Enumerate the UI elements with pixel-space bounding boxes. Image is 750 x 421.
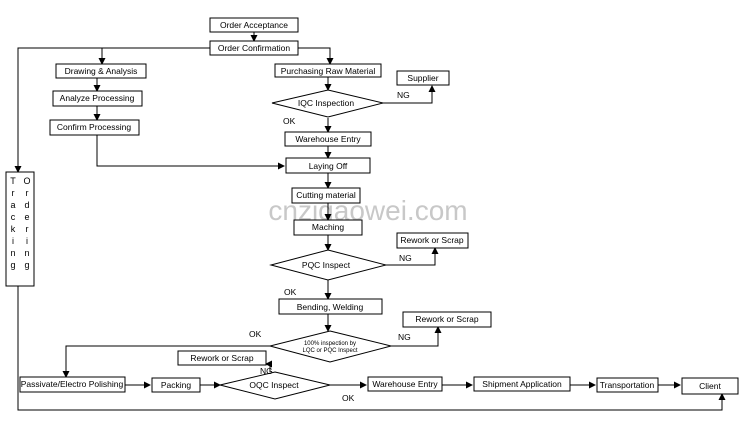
node-rework-scrap-3: Rework or Scrap xyxy=(177,350,267,366)
inspection-ok-label: OK xyxy=(249,329,262,339)
svg-text:Drawing & Analysis: Drawing & Analysis xyxy=(65,66,138,76)
edge-tracking-client xyxy=(17,286,726,411)
edge-inspection-rework2 xyxy=(391,326,442,347)
svg-text:g: g xyxy=(24,260,29,270)
svg-text:n: n xyxy=(24,248,29,258)
node-shipment-application: Shipment Application xyxy=(473,376,571,392)
node-maching: Maching xyxy=(293,219,363,236)
svg-text:Order Confirmation: Order Confirmation xyxy=(218,43,291,53)
edge-pqc-rework1 xyxy=(386,247,439,266)
svg-text:IQC Inspection: IQC Inspection xyxy=(298,98,354,108)
node-transportation: Transportation xyxy=(596,377,659,393)
iqc-ok-label: OK xyxy=(283,116,296,126)
decision-100-inspection: 100% inspection by LQC or PQC Inspect xyxy=(268,330,392,363)
svg-text:d: d xyxy=(24,200,29,210)
svg-text:Transportation: Transportation xyxy=(600,380,655,390)
svg-text:i: i xyxy=(26,236,28,246)
svg-text:Purchasing Raw Material: Purchasing Raw Material xyxy=(281,66,376,76)
edge-labels: NG OK NG OK NG OK NG OK xyxy=(249,90,412,403)
svg-text:k: k xyxy=(11,224,16,234)
connectors xyxy=(14,32,726,411)
oqc-ng-label: NG xyxy=(260,366,273,376)
svg-text:Rework or Scrap: Rework or Scrap xyxy=(415,314,479,324)
svg-text:n: n xyxy=(10,248,15,258)
node-rework-scrap-1: Rework or Scrap xyxy=(396,232,469,249)
node-packing: Packing xyxy=(151,377,201,393)
svg-text:Confirm Processing: Confirm Processing xyxy=(57,122,131,132)
flowchart-boxes: Order Acceptance Order Confirmation Draw… xyxy=(5,17,739,395)
node-order-acceptance: Order Acceptance xyxy=(209,17,299,33)
svg-text:Client: Client xyxy=(699,381,721,391)
node-drawing-analysis: Drawing & Analysis xyxy=(55,63,147,79)
svg-text:Passivate/Electro Polishing: Passivate/Electro Polishing xyxy=(21,379,124,389)
decision-oqc-inspect: OQC Inspect xyxy=(219,371,331,400)
node-tracking-ordering: T r a c k i n g O r d e r i n g xyxy=(5,171,35,287)
decision-iqc-inspection: IQC Inspection xyxy=(271,89,384,118)
svg-text:PQC Inspect: PQC Inspect xyxy=(302,260,351,270)
svg-text:r: r xyxy=(26,188,29,198)
node-purchasing-raw-material: Purchasing Raw Material xyxy=(274,63,382,78)
node-analyze-processing: Analyze Processing xyxy=(52,90,143,107)
edge-confirmation-tracking xyxy=(14,47,210,173)
pqc-ok-label: OK xyxy=(284,287,297,297)
node-warehouse-entry-1: Warehouse Entry xyxy=(284,131,372,147)
svg-text:r: r xyxy=(26,224,29,234)
edge-confirm-layingoff xyxy=(96,135,285,170)
node-cutting-material: Cutting material xyxy=(291,187,361,204)
iqc-ng-label: NG xyxy=(397,90,410,100)
svg-text:Shipment Application: Shipment Application xyxy=(482,379,562,389)
node-rework-scrap-2: Rework or Scrap xyxy=(402,311,492,328)
node-bending-welding: Bending, Welding xyxy=(278,298,383,315)
oqc-ok-label: OK xyxy=(342,393,355,403)
svg-text:a: a xyxy=(10,200,15,210)
svg-text:g: g xyxy=(10,260,15,270)
svg-text:Bending, Welding: Bending, Welding xyxy=(297,302,364,312)
svg-text:Warehouse Entry: Warehouse Entry xyxy=(295,134,361,144)
svg-text:100% inspection by: 100% inspection by xyxy=(304,341,356,347)
ordering-letters: O r d e r i n g xyxy=(23,176,30,270)
node-order-confirmation: Order Confirmation xyxy=(209,40,299,56)
svg-text:Supplier: Supplier xyxy=(407,73,438,83)
node-confirm-processing: Confirm Processing xyxy=(49,119,140,136)
tracking-letters: T r a c k i n g xyxy=(10,176,16,270)
edge-iqc-supplier xyxy=(383,85,436,104)
svg-text:LQC or PQC Inspect: LQC or PQC Inspect xyxy=(302,348,357,354)
svg-text:Rework or Scrap: Rework or Scrap xyxy=(190,353,254,363)
decision-pqc-inspect: PQC Inspect xyxy=(269,249,388,281)
svg-text:Warehouse Entry: Warehouse Entry xyxy=(372,379,438,389)
decision-diamonds: IQC Inspection PQC Inspect 100% inspecti… xyxy=(219,89,392,400)
svg-text:Rework or Scrap: Rework or Scrap xyxy=(400,235,464,245)
node-client: Client xyxy=(681,377,739,395)
svg-text:OQC Inspect: OQC Inspect xyxy=(249,380,299,390)
svg-text:Laying Off: Laying Off xyxy=(309,161,348,171)
svg-text:r: r xyxy=(12,188,15,198)
edge-confirmation-drawing xyxy=(98,47,210,65)
svg-text:c: c xyxy=(11,212,16,222)
svg-text:e: e xyxy=(24,212,29,222)
svg-text:i: i xyxy=(12,236,14,246)
svg-text:T: T xyxy=(10,176,16,186)
svg-text:O: O xyxy=(23,176,30,186)
node-warehouse-entry-2: Warehouse Entry xyxy=(367,376,443,392)
edge-oqc-rework3 xyxy=(265,360,272,372)
svg-text:Packing: Packing xyxy=(161,380,192,390)
node-supplier: Supplier xyxy=(396,70,450,86)
edge-inspection-passivate xyxy=(62,345,270,378)
pqc-ng-label: NG xyxy=(399,253,412,263)
edge-confirmation-purchasing xyxy=(298,47,334,65)
inspection-ng-label: NG xyxy=(398,332,411,342)
svg-text:Cutting material: Cutting material xyxy=(296,190,356,200)
svg-text:Order Acceptance: Order Acceptance xyxy=(220,20,288,30)
node-passivate-polishing: Passivate/Electro Polishing xyxy=(19,376,126,393)
svg-text:Analyze Processing: Analyze Processing xyxy=(60,93,135,103)
node-laying-off: Laying Off xyxy=(285,157,371,174)
svg-text:Maching: Maching xyxy=(312,222,344,232)
